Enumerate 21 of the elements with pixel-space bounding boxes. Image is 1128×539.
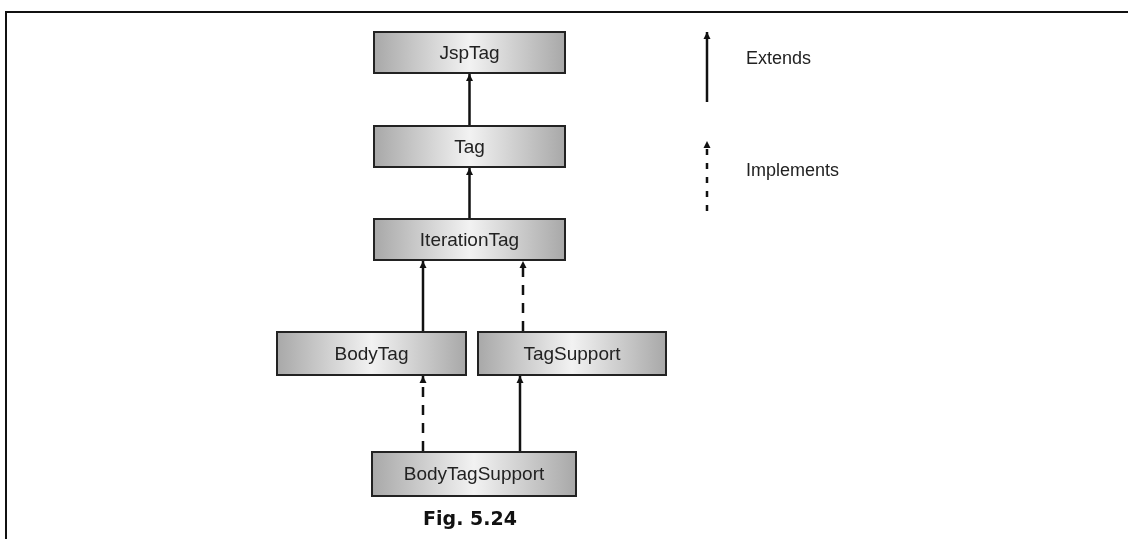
class-box xyxy=(373,218,566,261)
class-name: TagSupport xyxy=(523,342,621,365)
class-name: JspTag xyxy=(439,41,500,64)
class-name: BodyTagSupport xyxy=(403,463,545,485)
class-box xyxy=(477,331,667,376)
figure-caption: Fig. 5.24 xyxy=(422,507,518,529)
class-box xyxy=(276,331,467,376)
arrow xyxy=(516,376,524,451)
dashed-arrow xyxy=(519,261,527,331)
dashed-arrow xyxy=(419,376,427,451)
arrow xyxy=(466,74,473,125)
arrow xyxy=(466,168,473,218)
class-box xyxy=(371,451,577,497)
class-name: BodyTag xyxy=(334,342,409,365)
class-box xyxy=(373,31,566,74)
class-box xyxy=(373,125,566,168)
legend-label: Implements xyxy=(746,160,840,181)
legend-label: Extends xyxy=(746,48,812,69)
class-name: Tag xyxy=(454,135,485,158)
arrow xyxy=(419,261,427,331)
class-name: IterationTag xyxy=(419,228,520,251)
